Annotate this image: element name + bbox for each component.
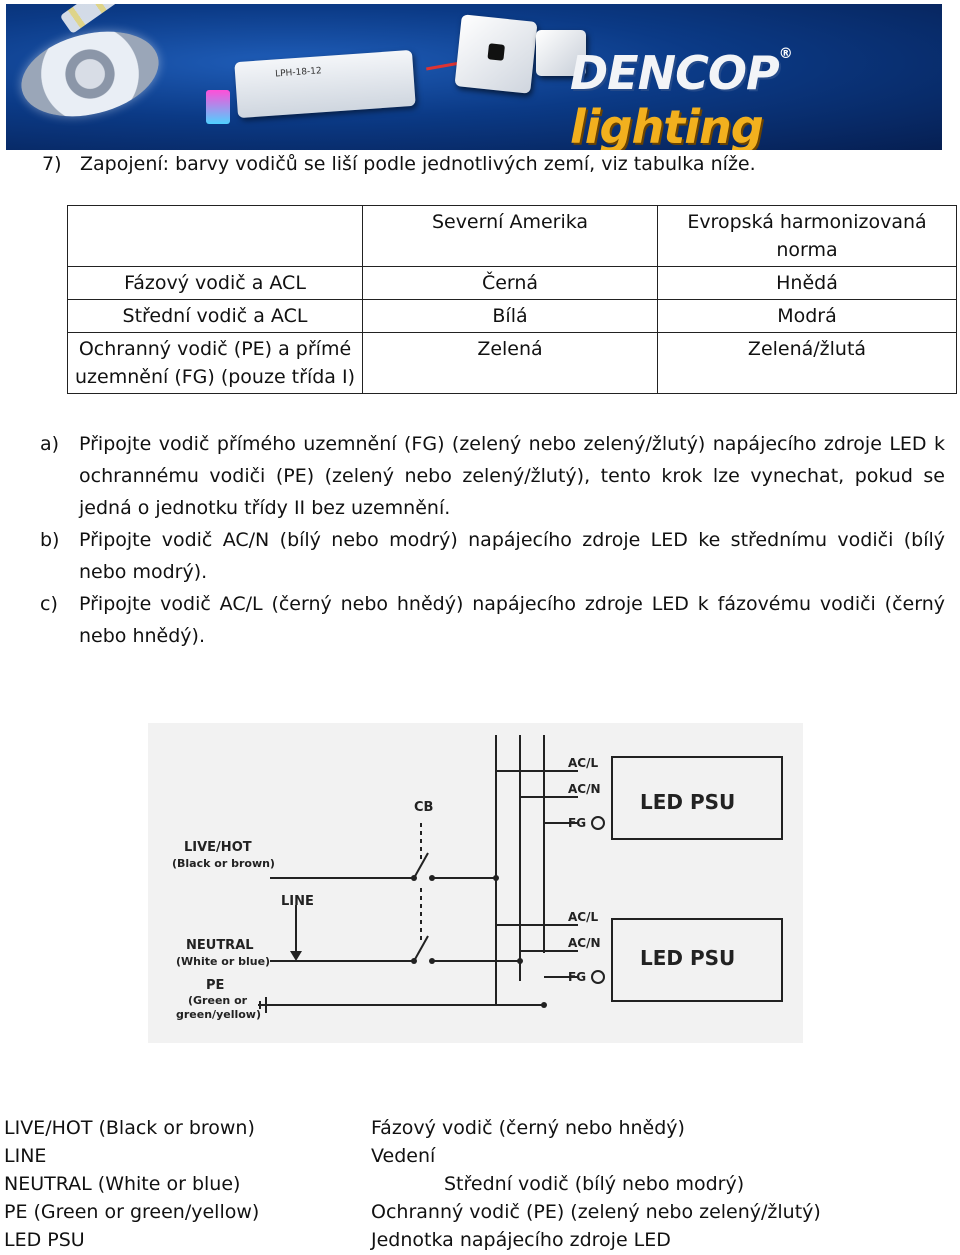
list-item-text: Připojte vodič AC/L (černý nebo hnědý) n… <box>79 593 945 647</box>
glossary-term-en: NEUTRAL (White or blue) <box>4 1173 241 1195</box>
glossary-term-cz: Fázový vodič (černý nebo hnědý) <box>371 1117 685 1139</box>
led-module-image-2 <box>536 30 586 76</box>
pe-sublabel-1: (Green or <box>188 994 248 1007</box>
led-reel-image <box>12 18 168 130</box>
table-cell: Zelená/žlutá <box>657 332 957 394</box>
table-header-cell: Severní Amerika <box>362 205 658 267</box>
pe-sublabel-2: green/yellow) <box>176 1008 261 1021</box>
table-cell: Zelená <box>362 332 658 394</box>
pe-label: PE <box>206 978 224 993</box>
power-supply-image: LPH-18-12 <box>234 49 416 119</box>
table-cell: Modrá <box>657 299 957 333</box>
table-cell: Černá <box>362 266 658 300</box>
acn-terminal-label: AC/N <box>568 936 601 950</box>
brand-logo: DENCOP® lighting <box>570 46 793 150</box>
instruction-list: a) Připojte vodič přímého uzemnění (FG) … <box>40 428 945 652</box>
glossary-term-en: LED PSU <box>4 1229 85 1251</box>
psu-box-label: LED PSU <box>640 790 735 814</box>
rgb-controller-image <box>206 90 230 124</box>
section-heading: 7) Zapojení: barvy vodičů se liší podle j… <box>42 153 756 175</box>
wiring-diagram: LIVE/HOT (Black or brown) LINE NEUTRAL (… <box>148 723 803 1043</box>
acl-terminal-label: AC/L <box>568 910 598 924</box>
table-row: Ochranný vodič (PE) a přímé uzemnění (FG… <box>67 332 957 394</box>
live-sublabel: (Black or brown) <box>172 857 275 870</box>
table-cell: Střední vodič a ACL <box>67 299 363 333</box>
list-marker: c) <box>40 593 58 615</box>
list-item: b) Připojte vodič AC/N (bílý nebo modrý)… <box>40 524 945 588</box>
line-label: LINE <box>281 894 314 909</box>
list-item-text: Připojte vodič přímého uzemnění (FG) (ze… <box>79 433 945 519</box>
glossary-term-en: LIVE/HOT (Black or brown) <box>4 1117 255 1139</box>
table-header-cell <box>67 205 363 267</box>
glossary-term-en: PE (Green or green/yellow) <box>4 1201 260 1223</box>
list-item: a) Připojte vodič přímého uzemnění (FG) … <box>40 428 945 524</box>
list-item-text: Připojte vodič AC/N (bílý nebo modrý) na… <box>79 529 945 583</box>
table-cell: Hnědá <box>657 266 957 300</box>
neutral-sublabel: (White or blue) <box>176 955 270 968</box>
led-strip-image <box>59 4 237 35</box>
list-item: c) Připojte vodič AC/L (černý nebo hnědý… <box>40 588 945 652</box>
psu-model-label: LPH-18-12 <box>274 66 323 80</box>
acl-terminal-label: AC/L <box>568 756 598 770</box>
table-cell: Ochranný vodič (PE) a přímé uzemnění (FG… <box>67 332 363 394</box>
list-marker: b) <box>40 529 60 551</box>
section-title: Zapojení: barvy vodičů se liší podle jed… <box>80 153 756 175</box>
glossary-term-cz: Jednotka napájecího zdroje LED <box>371 1229 671 1251</box>
fg-terminal-label: FG <box>568 816 586 830</box>
table-header-cell: Evropská harmonizovaná norma <box>657 205 957 267</box>
header-banner: LPH-18-12 DENCOP® lighting <box>6 4 942 150</box>
led-module-image <box>454 14 538 94</box>
section-number: 7) <box>42 153 62 175</box>
table-cell: Fázový vodič a ACL <box>67 266 363 300</box>
line-arrow-icon <box>290 951 302 961</box>
fg-terminal-label: FG <box>568 970 586 984</box>
glossary-term-cz: Ochranný vodič (PE) (zelený nebo zelený/… <box>371 1201 821 1223</box>
glossary-term-cz: Střední vodič (bílý nebo modrý) <box>444 1173 745 1195</box>
psu-box-label: LED PSU <box>640 946 735 970</box>
list-marker: a) <box>40 433 60 455</box>
glossary-term-cz: Vedení <box>371 1145 436 1167</box>
live-label: LIVE/HOT <box>184 840 252 855</box>
table-row: Fázový vodič a ACL Černá Hnědá <box>67 266 957 300</box>
glossary-term-en: LINE <box>4 1145 47 1167</box>
cb-label: CB <box>414 800 433 815</box>
neutral-label: NEUTRAL <box>186 938 254 953</box>
table-header-row: Severní Amerika Evropská harmonizovaná n… <box>67 205 957 267</box>
wiring-diagram-svg: LIVE/HOT (Black or brown) LINE NEUTRAL (… <box>172 735 783 1021</box>
wire-color-table: Severní Amerika Evropská harmonizovaná n… <box>67 205 957 394</box>
table-cell: Bílá <box>362 299 658 333</box>
acn-terminal-label: AC/N <box>568 782 601 796</box>
table-row: Střední vodič a ACL Bílá Modrá <box>67 299 957 333</box>
